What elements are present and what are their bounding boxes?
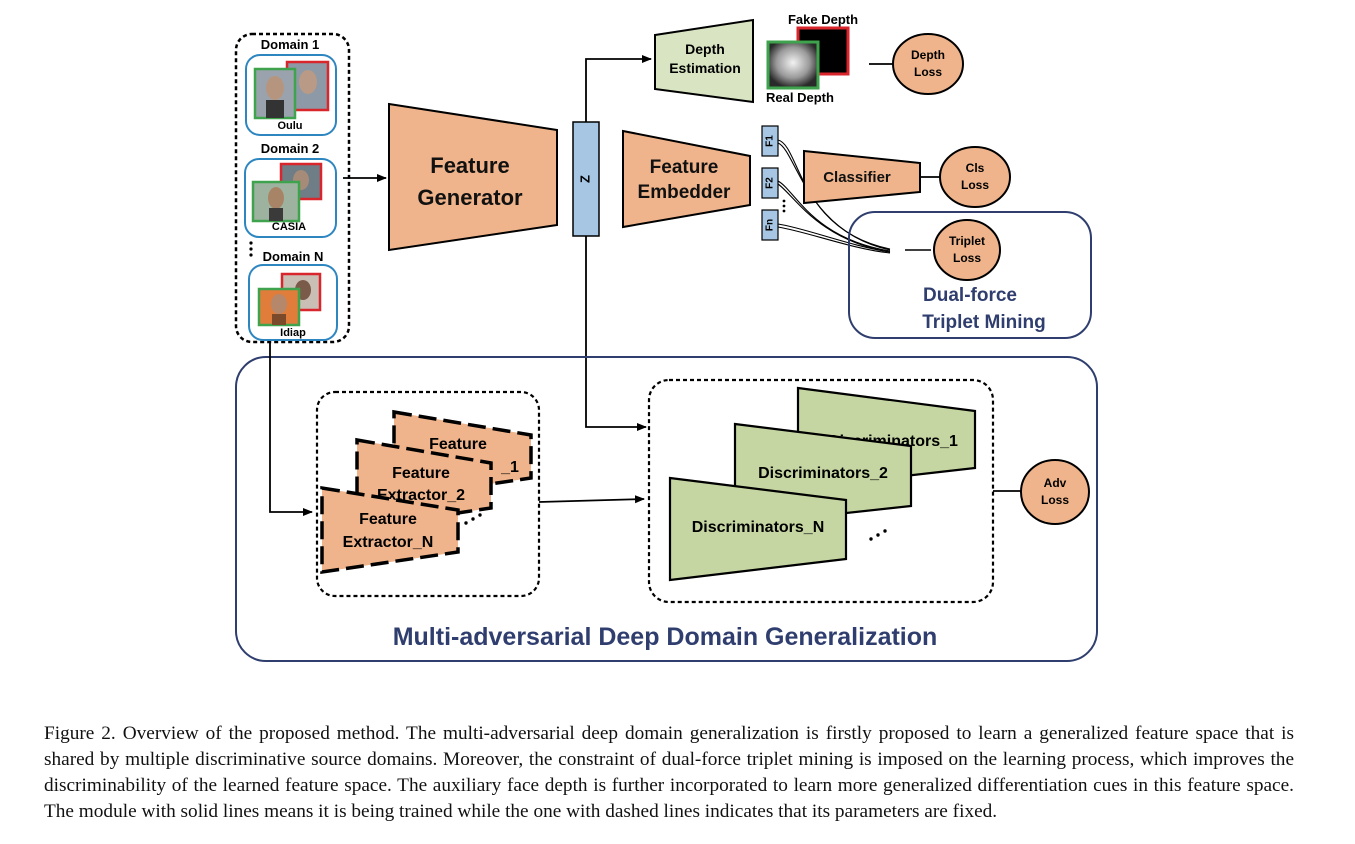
feature-extractor-n: Feature Extractor_N — [320, 485, 460, 575]
madg-title: Multi-adversarial Deep Domain Generaliza… — [393, 623, 938, 651]
feature-extractor-n-line2: Extractor_N — [343, 534, 434, 551]
domain-n-dataset: Idiap — [280, 327, 306, 339]
depth-estimation: Depth Estimation — [654, 18, 754, 104]
triplet-title-line2: Triplet Mining — [922, 312, 1046, 333]
feature-generator-line2: Generator — [417, 185, 523, 210]
triplet-title-line1: Dual-force — [923, 285, 1017, 306]
domain-2-dataset: CASIA — [272, 221, 306, 233]
triplet-loss-line1: Triplet — [949, 234, 985, 248]
discriminator-2-label: Discriminators_2 — [758, 465, 888, 482]
domain-n-group: Domain N Idiap — [248, 249, 338, 341]
figure-caption: Figure 2. Overview of the proposed metho… — [44, 723, 1294, 823]
idiap-face-images — [257, 272, 322, 327]
depth-loss-line1: Depth — [911, 48, 945, 62]
feature-generator-line1: Feature — [430, 153, 509, 178]
cls-loss: Cls Loss — [939, 146, 1011, 208]
feature-extractor-n-line1: Feature — [359, 511, 417, 528]
feature-embedder-line1: Feature — [650, 157, 719, 178]
casia-face-images — [251, 162, 323, 223]
arrow-z-to-discriminators — [585, 236, 647, 431]
feature-f2-label: F2 — [765, 177, 776, 189]
oulu-face-images — [253, 60, 330, 120]
cls-loss-line1: Cls — [966, 161, 985, 175]
method-overview-diagram: Domain 1 Oulu Domain 2 CASIA — [234, 12, 1098, 662]
feature-fn — [761, 209, 779, 241]
feature-extractors: Feature _1 Feature Extractor_2 Feature E… — [315, 390, 541, 598]
discriminator-n: Discriminators_N — [668, 476, 848, 582]
feature-extractor-1-line1: Feature — [429, 436, 487, 453]
z-label: Z — [577, 175, 592, 183]
feature-embedder: Feature Embedder — [622, 129, 751, 229]
fake-depth-label: Fake Depth — [788, 12, 858, 27]
arrow-domains-to-extractors — [269, 342, 313, 516]
depth-loss-line2: Loss — [914, 65, 942, 79]
dual-force-triplet-mining: Triplet Loss Dual-force Triplet Mining — [848, 211, 1092, 339]
arrow-extractors-to-discriminators — [538, 495, 645, 504]
feature-f2 — [761, 167, 779, 199]
adv-loss-line2: Loss — [1041, 493, 1069, 507]
domains-panel: Domain 1 Oulu Domain 2 CASIA — [234, 32, 351, 344]
z-feature-bar: Z — [572, 121, 600, 237]
feature-extractor-1-line2: _1 — [500, 459, 519, 476]
domain-ellipsis — [249, 241, 253, 257]
feature-extractor-2-line1: Feature — [392, 465, 450, 482]
arrow-z-to-depth — [585, 55, 652, 122]
feature-generator: Feature Generator — [388, 102, 558, 252]
adv-loss-line1: Adv — [1044, 476, 1067, 490]
real-depth-map — [766, 40, 820, 90]
depth-estimation-line2: Estimation — [669, 60, 741, 76]
domain-1-header: Domain 1 — [261, 37, 320, 52]
depth-estimation-line1: Depth — [685, 41, 725, 57]
feature-fn-label: Fn — [765, 219, 776, 231]
domain-2-header: Domain 2 — [261, 141, 320, 156]
triplet-loss-line2: Loss — [953, 251, 981, 265]
depth-maps: Fake Depth Real Depth — [766, 12, 858, 105]
domain-n-header: Domain N — [263, 249, 324, 264]
feature-f1-label: F1 — [765, 135, 776, 147]
real-depth-label: Real Depth — [766, 90, 834, 105]
domain-2-group: Domain 2 CASIA — [244, 141, 337, 238]
classifier-label: Classifier — [823, 169, 891, 186]
classifier: Classifier — [803, 149, 921, 205]
feature-vectors: F1 F2 Fn — [761, 125, 786, 241]
domain-1-group: Domain 1 Oulu — [245, 37, 337, 136]
depth-loss: Depth Loss — [892, 33, 964, 95]
discriminators: Discriminators_1 Discriminators_2 Discri… — [647, 378, 995, 604]
discriminator-n-label: Discriminators_N — [692, 519, 825, 536]
multi-adversarial-block: Multi-adversarial Deep Domain Generaliza… — [235, 356, 1098, 662]
adv-loss: Adv Loss — [1020, 459, 1090, 525]
cls-loss-line2: Loss — [961, 178, 989, 192]
feature-embedder-line2: Embedder — [638, 182, 732, 203]
domain-1-dataset: Oulu — [277, 120, 302, 132]
feature-f1 — [761, 125, 779, 157]
triplet-loss-node — [933, 219, 1001, 281]
